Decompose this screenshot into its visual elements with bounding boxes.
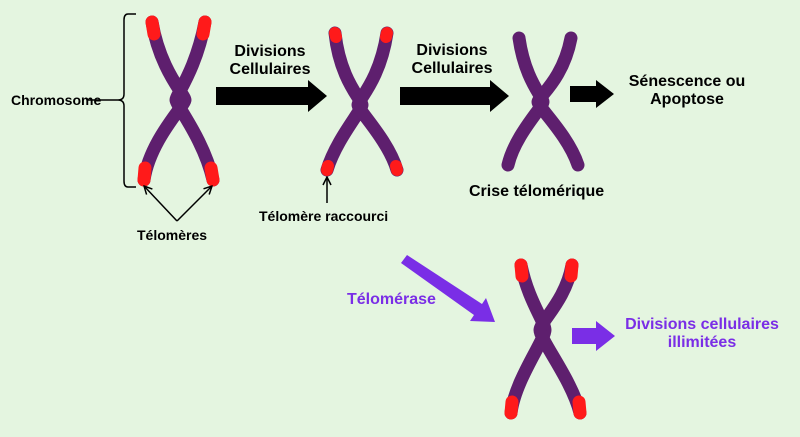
division-arrow-2	[400, 80, 509, 112]
telomere-caps-1	[137, 15, 220, 187]
division-arrow-1	[216, 80, 327, 112]
chromosome-label: Chromosome	[11, 92, 102, 108]
cell-divisions-label-2-line1: Divisions	[416, 42, 488, 59]
chromosome-bracket	[117, 13, 136, 188]
senescence-arrow	[570, 80, 614, 108]
telomerase-arrow	[401, 255, 495, 322]
chromosome-4	[504, 258, 587, 420]
telomeric-crisis-label: Crise télomérique	[469, 183, 605, 200]
cell-divisions-label-1-line2: Cellulaires	[229, 61, 311, 79]
chromosome-2	[320, 26, 404, 177]
senescence-apoptosis-label-line2: Apoptose	[650, 91, 724, 109]
telomerase-label: Télomérase	[347, 291, 436, 308]
telomere-caps-4	[504, 258, 587, 420]
telomere-caps-2	[321, 27, 403, 176]
unlimited-divisions-arrow	[572, 321, 615, 351]
shortened-telomere-label: Télomère raccourci	[259, 208, 389, 224]
chromosome-3	[501, 31, 585, 172]
telomere-pointer-right	[176, 186, 212, 222]
cell-divisions-label-1-line1: Divisions	[234, 43, 306, 60]
senescence-apoptosis-label: Sénescence ou Apoptose	[612, 73, 762, 110]
unlimited-divisions-label: Divisions cellulaires illimitées	[612, 316, 792, 353]
senescence-apoptosis-label-line1: Sénescence ou	[628, 73, 746, 90]
cell-divisions-label-2-line2: Cellulaires	[411, 60, 493, 78]
telomere-pointer-left	[144, 186, 178, 222]
cell-divisions-label-2: Divisions Cellulaires	[397, 42, 507, 79]
unlimited-divisions-label-line2: illimitées	[667, 334, 737, 352]
chromosome-1	[137, 15, 220, 187]
unlimited-divisions-label-line1: Divisions cellulaires	[625, 316, 779, 333]
telomeres-label: Télomères	[137, 227, 208, 243]
cell-divisions-label-1: Divisions Cellulaires	[215, 43, 325, 80]
